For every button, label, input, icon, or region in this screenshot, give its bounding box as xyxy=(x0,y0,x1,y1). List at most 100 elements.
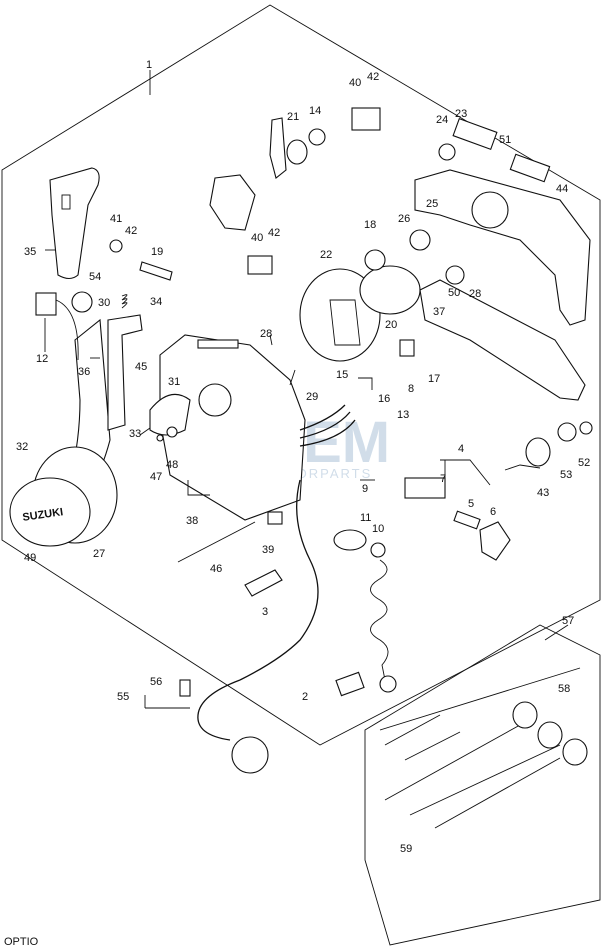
callout-10: 10 xyxy=(372,523,384,535)
callout-23: 23 xyxy=(455,108,467,120)
callout-34: 34 xyxy=(150,296,162,308)
callout-6: 6 xyxy=(490,506,496,518)
switch-8 xyxy=(399,339,415,357)
harness-wire-2 xyxy=(239,479,319,681)
pulley xyxy=(359,265,421,315)
callout-43: 43 xyxy=(537,487,549,499)
callout-42b: 42 xyxy=(268,227,280,239)
lanyard-coil xyxy=(370,559,389,681)
callout-59: 59 xyxy=(400,843,412,855)
callout-46: 46 xyxy=(210,563,222,575)
callout-50: 50 xyxy=(448,287,460,299)
bracket-block xyxy=(247,255,273,275)
gear-26 xyxy=(409,229,431,251)
bracket-upper xyxy=(209,174,256,231)
screw-2 xyxy=(409,744,561,816)
callout-49: 49 xyxy=(24,552,36,564)
callout-38: 38 xyxy=(186,515,198,527)
callout-47: 47 xyxy=(150,471,162,483)
callout-21: 21 xyxy=(287,111,299,123)
key-cap xyxy=(479,521,511,561)
lever-grip xyxy=(49,167,100,280)
callout-20: 20 xyxy=(385,319,397,331)
harness-55 xyxy=(197,679,241,741)
callout-39: 39 xyxy=(262,544,274,556)
tie-2 xyxy=(384,714,441,746)
callout-19: 19 xyxy=(151,246,163,258)
plate-3 xyxy=(244,569,283,597)
nut-52 xyxy=(579,421,593,435)
back-plate xyxy=(414,169,591,326)
cam-plate xyxy=(149,393,191,436)
callout-22: 22 xyxy=(320,249,332,261)
callout-33: 33 xyxy=(129,428,141,440)
gear-25 xyxy=(471,191,509,229)
callout-1: 1 xyxy=(146,59,152,71)
connector-2 xyxy=(335,671,365,697)
corner-note: OPTIO xyxy=(4,936,39,948)
washer-14 xyxy=(308,128,326,146)
stop-switch xyxy=(333,529,367,551)
washer-53 xyxy=(557,422,577,442)
callout-26: 26 xyxy=(398,213,410,225)
callout-4: 4 xyxy=(458,443,464,455)
callout-15: 15 xyxy=(336,369,348,381)
harness-13 xyxy=(299,404,356,447)
screw-47 xyxy=(156,434,164,442)
lanyard-ring xyxy=(379,675,397,693)
callout-42c: 42 xyxy=(125,225,137,237)
callout-32: 32 xyxy=(16,441,28,453)
callout-48: 48 xyxy=(166,459,178,471)
callout-41: 41 xyxy=(110,213,122,225)
washer-54 xyxy=(71,291,93,313)
callout-18: 18 xyxy=(364,219,376,231)
callout-17: 17 xyxy=(428,373,440,385)
callout-58: 58 xyxy=(558,683,570,695)
callout-5: 5 xyxy=(468,498,474,510)
callout-2: 2 xyxy=(302,691,308,703)
brand-badge-cap xyxy=(9,477,91,547)
callout-13: 13 xyxy=(397,409,409,421)
callout-8: 8 xyxy=(408,383,414,395)
callout-51: 51 xyxy=(499,134,511,146)
gear-slot xyxy=(329,299,361,346)
bushing-58a xyxy=(512,701,538,729)
callout-55: 55 xyxy=(117,691,129,703)
callout-54: 54 xyxy=(89,271,101,283)
long-screw xyxy=(177,521,256,563)
callout-25: 25 xyxy=(426,198,438,210)
switch-bracket xyxy=(107,314,143,431)
spring-34 xyxy=(121,294,128,309)
callout-40b: 40 xyxy=(251,232,263,244)
lanyard-clip xyxy=(370,542,386,558)
callout-28a: 28 xyxy=(260,328,272,340)
main-assembly-outline xyxy=(1,4,601,746)
screw-3 xyxy=(434,757,561,829)
spring-coil xyxy=(286,139,308,165)
callout-11: 11 xyxy=(360,512,371,524)
tie-1 xyxy=(379,667,581,731)
bracket-39 xyxy=(267,511,283,525)
callout-40a: 40 xyxy=(349,77,361,89)
callout-30: 30 xyxy=(98,297,110,309)
seal-24 xyxy=(438,143,456,161)
key xyxy=(453,510,481,530)
bracket-block-top xyxy=(351,107,381,131)
callout-52: 52 xyxy=(578,457,590,469)
switch-wire xyxy=(55,299,79,361)
callout-36: 36 xyxy=(78,366,90,378)
ignition-switch xyxy=(404,477,446,499)
callout-9: 9 xyxy=(362,483,368,495)
cover-23 xyxy=(452,117,498,151)
callout-29: 29 xyxy=(306,391,318,403)
connector-round xyxy=(231,736,269,774)
throttle-arm xyxy=(269,117,287,179)
callout-24: 24 xyxy=(436,114,448,126)
bushing-43 xyxy=(525,437,551,467)
bracket-38 xyxy=(187,480,210,496)
callout-14: 14 xyxy=(309,105,321,117)
callout-37: 37 xyxy=(433,306,445,318)
kit-outline xyxy=(364,624,601,946)
back-plate-lower xyxy=(419,279,586,401)
callout-labels: 1 2 3 4 5 6 7 8 9 10 11 12 13 14 15 16 1… xyxy=(16,59,590,855)
